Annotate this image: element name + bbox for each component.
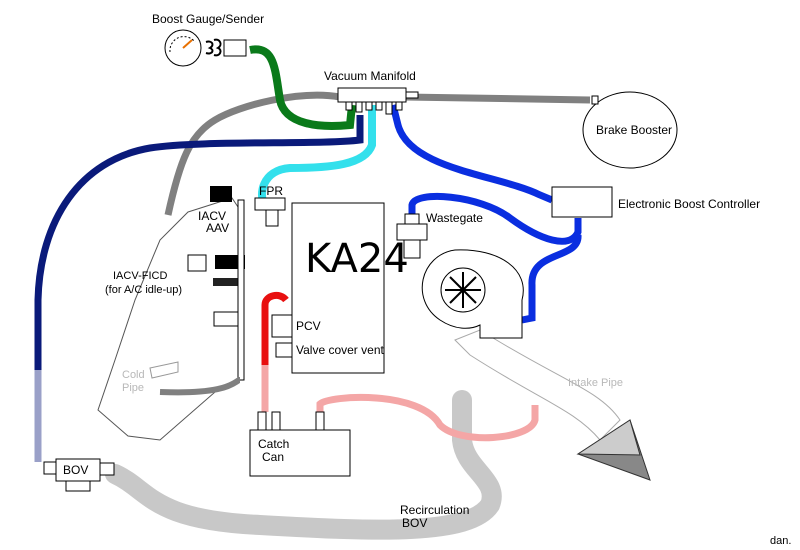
pcv-hose: [261, 291, 289, 365]
signature: dan.: [770, 535, 791, 547]
intake-pipe: [454, 329, 621, 441]
bov: [43, 458, 115, 492]
vacuum-manifold-label: Vacuum Manifold: [324, 69, 416, 83]
catch-can-label-1: Catch: [258, 437, 289, 451]
boost-gauge-label: Boost Gauge/Sender: [152, 12, 264, 26]
turbo-hose: [521, 234, 582, 324]
brake-booster-line-right: [404, 93, 591, 104]
valve-cover-vent-label: Valve cover vent: [296, 343, 384, 357]
boost-controller-hose: [389, 104, 554, 204]
fpr: [254, 197, 286, 227]
recirculation-label-2: BOV: [402, 516, 427, 530]
pcv-label: PCV: [296, 319, 321, 333]
intake-pipe-label: Intake Pipe: [568, 377, 623, 389]
fpr-label: FPR: [259, 184, 283, 198]
iacv-ficd-note: (for A/C idle-up): [105, 284, 182, 296]
wastegate-hose: [408, 192, 582, 245]
vacuum-manifold: [337, 87, 419, 115]
intake-manifold-outline: [97, 186, 245, 441]
fpr-hose: [258, 105, 376, 209]
boost-gauge-hose: [249, 45, 356, 130]
engine-label: KA24: [305, 236, 409, 282]
electronic-boost-controller: [551, 186, 613, 218]
catch-can-hose-right: [316, 393, 539, 442]
bov-hose: [34, 115, 364, 460]
iacv-ficd: [187, 254, 207, 272]
iacv-label: IACV: [198, 209, 226, 223]
brake-booster-line: [164, 91, 341, 216]
brake-booster: [582, 91, 678, 169]
brake-booster-label: Brake Booster: [596, 123, 672, 137]
valve-cover-vent: [275, 342, 293, 358]
recirculation-hose: [105, 390, 502, 540]
wastegate: [396, 213, 428, 259]
bov-label: BOV: [63, 463, 88, 477]
recirculation-label-1: Recirculation: [400, 503, 469, 517]
boost-gauge: [164, 29, 247, 67]
wastegate-label: Wastegate: [426, 211, 483, 225]
ebc-label: Electronic Boost Controller: [618, 197, 760, 211]
engine-block: [291, 202, 385, 374]
pcv-valve: [271, 314, 293, 338]
turbo: [421, 249, 524, 339]
catch-can-label-2: Can: [262, 450, 284, 464]
iacv-ficd-label: IACV-FICD: [113, 270, 167, 282]
cold-pipe-label-2: Pipe: [122, 382, 144, 394]
aav-label: AAV: [206, 221, 229, 235]
cold-pipe-label-1: Cold: [122, 369, 145, 381]
catch-can: [249, 411, 351, 477]
cold-pipe-grey: [159, 377, 241, 396]
